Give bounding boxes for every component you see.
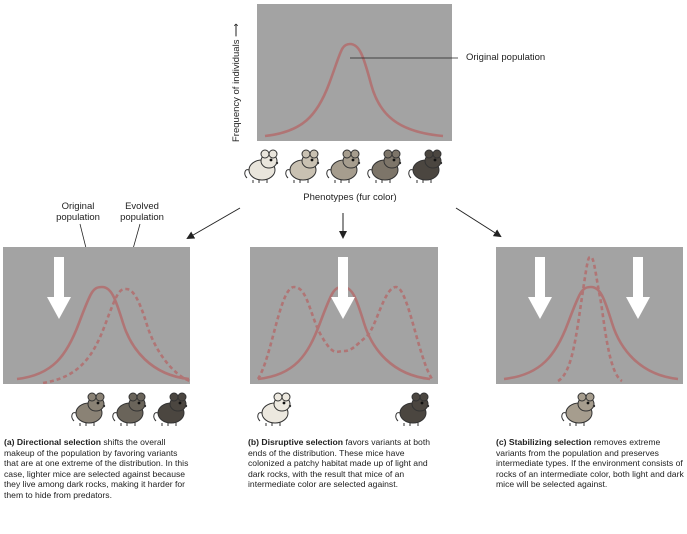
- original-population-leader-line: [350, 57, 458, 59]
- panel-a-original-curve: [16, 285, 190, 381]
- panel-c-original-curve: [503, 285, 679, 381]
- mouse-icon: [407, 148, 445, 184]
- panel-a-selection-arrow: [47, 257, 71, 319]
- top-distribution-panel: [257, 4, 452, 141]
- panel-a-caption-title: Directional selection: [16, 437, 104, 447]
- original-population-label: Original population: [466, 52, 546, 63]
- panel-b-selection-arrow: [331, 257, 355, 319]
- panel-c-left-selection-arrow: [528, 257, 552, 319]
- arrow-to-a: [186, 207, 241, 239]
- panel-a-caption: (a) Directional selection shifts the ove…: [4, 437, 190, 501]
- mouse-icon: [325, 148, 363, 184]
- panel-c-caption: (c) Stabilizing selection removes extrem…: [496, 437, 684, 490]
- mouse-icon: [366, 148, 404, 184]
- panel-a-evolved-label: Evolved population: [120, 201, 164, 223]
- mouse-icon: [560, 391, 598, 427]
- top-ylabel-text: Frequency of individuals: [231, 39, 242, 142]
- mouse-icon: [256, 391, 294, 427]
- panel-a-evolved-curve: [42, 287, 191, 385]
- mice-panel-a: [70, 389, 194, 431]
- panel-b-caption-title: Disruptive selection: [261, 437, 346, 447]
- panel-b-caption-text: favors variants at both ends of the dist…: [248, 437, 430, 490]
- mice-panel-c: [560, 389, 620, 431]
- panel-c-evolved-curve: [557, 255, 623, 383]
- top-ylabel: Frequency of individuals ⟶: [231, 2, 245, 142]
- panel-c-caption-text: removes extreme variants from the popula…: [496, 437, 684, 490]
- original-population-curve: [264, 42, 444, 138]
- mouse-icon: [70, 391, 108, 427]
- panel-b-caption-tag: (b): [248, 437, 262, 447]
- mouse-icon: [394, 391, 432, 427]
- arrow-up-icon: ⟶: [231, 23, 242, 37]
- mouse-icon: [284, 148, 322, 184]
- mice-panel-b: [250, 389, 438, 431]
- mice-top-row: [243, 146, 451, 188]
- top-xlabel: Phenotypes (fur color): [303, 192, 397, 203]
- arrow-to-c: [455, 207, 502, 238]
- panel-a-directional: [3, 247, 191, 385]
- mouse-icon: [111, 391, 149, 427]
- mouse-icon: [152, 391, 190, 427]
- panel-b-caption: (b) Disruptive selection favors variants…: [248, 437, 438, 490]
- panel-b-disruptive: [250, 247, 438, 384]
- connecting-arrows: [186, 207, 502, 239]
- panel-a-caption-tag: (a): [4, 437, 17, 447]
- panel-c-caption-title: Stabilizing selection: [508, 437, 594, 447]
- panel-c-right-selection-arrow: [626, 257, 650, 319]
- panel-c-stabilizing: [496, 247, 683, 384]
- panel-a-caption-text: shifts the overall makeup of the populat…: [4, 437, 189, 500]
- panel-a-original-label: Original population: [56, 201, 100, 223]
- panel-c-caption-tag: (c): [496, 437, 509, 447]
- mouse-icon: [243, 148, 281, 184]
